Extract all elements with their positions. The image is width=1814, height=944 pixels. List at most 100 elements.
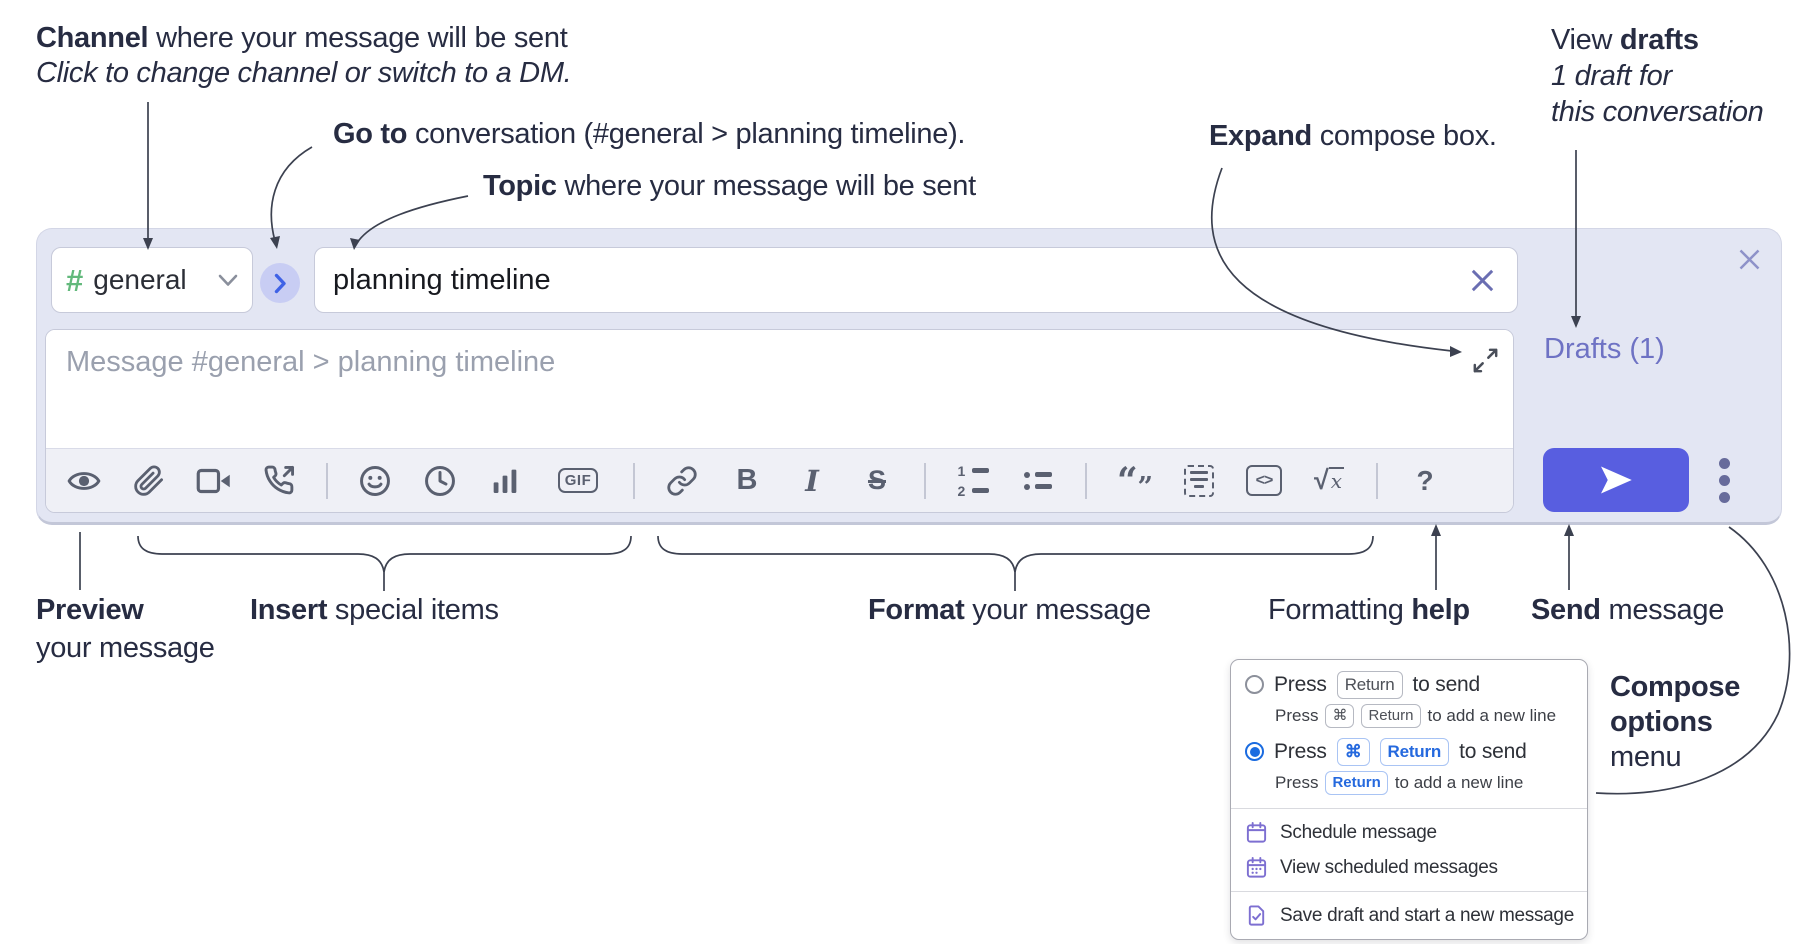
format-annotation: Format your message xyxy=(868,594,1151,626)
gif-button[interactable]: GIF xyxy=(552,459,604,503)
channel-hash-icon: # xyxy=(66,262,84,298)
compose-options-menu-button[interactable] xyxy=(1709,451,1739,509)
menu-divider xyxy=(1231,808,1587,809)
math-icon: √x xyxy=(1313,465,1345,495)
close-compose-button[interactable] xyxy=(1736,246,1763,273)
chevron-down-icon xyxy=(218,274,238,286)
bold-button[interactable]: B xyxy=(729,459,765,503)
attach-file-button[interactable] xyxy=(131,459,167,503)
clear-topic-button[interactable] xyxy=(1468,266,1497,295)
quote-button[interactable]: “” xyxy=(1116,459,1153,503)
send-shortcut-option-return[interactable]: Press Return to send xyxy=(1231,668,1587,702)
send-shortcut-option-return-sub: Press ⌘ Return to add a new line xyxy=(1231,702,1587,736)
spoiler-button[interactable] xyxy=(1181,459,1217,503)
italic-button[interactable]: I xyxy=(794,459,830,503)
ellipsis-dot xyxy=(1718,491,1730,503)
bar-chart-icon xyxy=(493,469,517,493)
menu-divider xyxy=(1231,891,1587,892)
document-check-icon xyxy=(1248,905,1265,926)
menu-item-label: Save draft and start a new message xyxy=(1280,904,1574,926)
schedule-message-item[interactable]: Schedule message xyxy=(1231,815,1587,850)
channel-annotation: Channel where your message will be sent xyxy=(36,22,568,54)
toolbar-divider xyxy=(633,462,635,499)
radio-unselected[interactable] xyxy=(1245,675,1264,695)
option-text: to send xyxy=(1459,739,1527,763)
bulleted-list-icon xyxy=(1024,471,1052,490)
code-button[interactable]: <> xyxy=(1246,459,1282,503)
strikethrough-icon: S xyxy=(867,465,886,495)
compose-box: # general xyxy=(36,228,1782,525)
return-key: Return xyxy=(1336,671,1403,699)
calendar-icon xyxy=(1246,821,1267,843)
menu-item-label: View scheduled messages xyxy=(1280,856,1498,878)
channel-selector[interactable]: # general xyxy=(51,247,253,313)
clock-icon xyxy=(425,465,455,496)
message-compose-area: GIF B I S 1 2 xyxy=(45,329,1514,513)
compose-toolbar: GIF B I S 1 2 xyxy=(46,448,1513,512)
preview-annotation-line2: your message xyxy=(36,632,215,664)
preview-annotation: Preview xyxy=(36,594,144,626)
eye-icon xyxy=(67,471,101,490)
close-icon xyxy=(1739,249,1760,270)
math-button[interactable]: √x xyxy=(1311,459,1347,503)
audio-call-button[interactable] xyxy=(261,459,297,503)
emoji-button[interactable] xyxy=(357,459,393,503)
expand-compose-button[interactable] xyxy=(1472,347,1499,374)
option-text: to send xyxy=(1412,672,1481,696)
numbered-list-button[interactable]: 1 2 xyxy=(955,459,991,503)
italic-icon: I xyxy=(805,463,819,498)
drafts-link[interactable]: Drafts (1) xyxy=(1544,333,1665,365)
smiley-icon xyxy=(360,465,390,496)
send-shortcut-option-cmd-return-sub: Press Return to add a new line xyxy=(1231,769,1587,803)
view-drafts-annotation: View drafts xyxy=(1551,24,1699,56)
ellipsis-dot xyxy=(1718,457,1730,469)
channel-name: general xyxy=(93,264,187,295)
strikethrough-button[interactable]: S xyxy=(859,459,895,503)
expand-icon xyxy=(1473,348,1498,373)
cmd-key: ⌘ xyxy=(1325,703,1355,728)
toolbar-divider xyxy=(326,462,328,499)
topic-field xyxy=(314,247,1518,313)
send-icon xyxy=(1601,466,1632,494)
send-annotation: Send message xyxy=(1531,594,1725,626)
bulleted-list-button[interactable] xyxy=(1020,459,1056,503)
toolbar-divider xyxy=(1376,462,1378,499)
return-key: Return xyxy=(1361,703,1421,728)
time-button[interactable] xyxy=(422,459,458,503)
message-input[interactable] xyxy=(46,330,1513,449)
insert-annotation: Insert special items xyxy=(250,594,499,626)
topic-annotation: Topic where your message will be sent xyxy=(483,170,976,202)
view-scheduled-messages-item[interactable]: View scheduled messages xyxy=(1231,850,1587,885)
view-drafts-annotation-line2: 1 draft for xyxy=(1551,60,1672,92)
preview-button[interactable] xyxy=(66,459,102,503)
ellipsis-dot xyxy=(1718,474,1730,486)
cmd-key: ⌘ xyxy=(1336,738,1370,766)
phone-outgoing-icon xyxy=(264,465,294,495)
toolbar-divider xyxy=(924,462,926,499)
chevron-right-icon xyxy=(274,273,286,293)
go-to-conversation-button[interactable] xyxy=(260,263,300,303)
calendar-dots-icon xyxy=(1246,856,1267,878)
radio-selected[interactable] xyxy=(1245,742,1264,762)
send-button[interactable] xyxy=(1543,448,1689,512)
gif-icon: GIF xyxy=(557,468,599,493)
poll-button[interactable] xyxy=(487,459,523,503)
bold-icon: B xyxy=(736,464,758,496)
return-key: Return xyxy=(1325,770,1388,795)
close-icon xyxy=(1471,269,1494,292)
goto-annotation: Go to conversation (#general > planning … xyxy=(333,118,966,150)
help-button[interactable]: ? xyxy=(1407,459,1443,503)
spoiler-icon xyxy=(1184,464,1214,497)
return-key: Return xyxy=(1379,738,1450,766)
video-call-button[interactable] xyxy=(196,459,232,503)
link-icon xyxy=(667,465,697,496)
compose-options-annotation: Compose options menu xyxy=(1610,671,1741,773)
video-camera-icon xyxy=(196,468,230,493)
save-draft-item[interactable]: Save draft and start a new message xyxy=(1231,898,1587,933)
expand-annotation: Expand compose box. xyxy=(1209,120,1497,152)
question-icon: ? xyxy=(1416,464,1434,496)
send-shortcut-option-cmd-return[interactable]: Press ⌘ Return to send xyxy=(1231,735,1587,769)
topic-input[interactable] xyxy=(315,248,1517,312)
link-button[interactable] xyxy=(664,459,700,503)
compose-options-menu: Press Return to send Press ⌘ Return to a… xyxy=(1230,659,1588,940)
